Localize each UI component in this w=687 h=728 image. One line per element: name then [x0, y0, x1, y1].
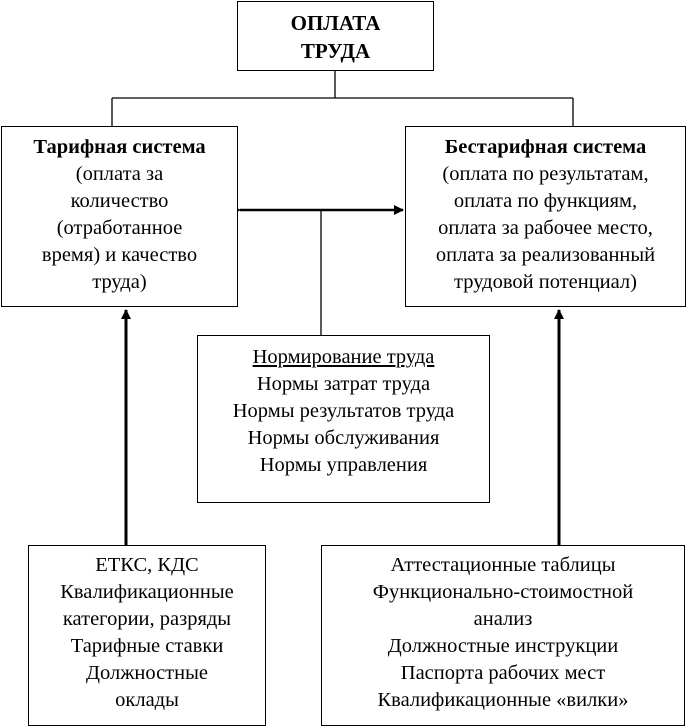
labor-norming-line: Нормы затрат труда	[256, 373, 431, 395]
nontariff-tools-line: Должностные инструкции	[387, 635, 619, 657]
nontariff-system-title: Бестарифная система	[444, 136, 647, 158]
tariff-tools-line: Квалификационные	[60, 581, 234, 603]
nontariff-tools-line: Аттестационные таблицы	[390, 554, 616, 576]
tariff-system-line: (отработанное	[56, 217, 183, 239]
nontariff-system-line: оплата по функциям,	[453, 190, 638, 212]
tariff-tools-line: категории, разряды	[62, 608, 232, 630]
tariff-tools-box: ЕТКС, КДС Квалификационные категории, ра…	[28, 545, 266, 726]
nontariff-tools-line: Функционально-стоимостной	[372, 581, 634, 603]
nontariff-system-line: (оплата по результатам,	[442, 163, 649, 185]
tariff-tools-line: Должностные	[86, 662, 208, 684]
labor-norming-title: Нормирование труда	[252, 346, 435, 368]
nontariff-tools-box: Аттестационные таблицы Функционально-сто…	[321, 545, 685, 726]
labor-norming-box: Нормирование труда Нормы затрат труда Но…	[197, 335, 490, 503]
labor-norming-line: Нормы результатов труда	[232, 400, 455, 422]
nontariff-system-line: оплата за реализованный	[435, 244, 656, 266]
tariff-tools-line: Тарифные ставки	[70, 635, 224, 657]
tariff-system-line: (оплата за	[75, 163, 164, 185]
nontariff-tools-line: Квалификационные «вилки»	[377, 689, 629, 711]
tariff-system-line: количество	[70, 190, 169, 212]
nontariff-system-line: оплата за рабочее место,	[438, 217, 653, 239]
tariff-system-box: Тарифная система (оплата за количество (…	[1, 126, 238, 307]
labor-norming-line: Нормы обслуживания	[247, 427, 440, 449]
root-line: ТРУДА	[300, 39, 371, 63]
root-box-labor-payment: ОПЛАТА ТРУДА	[237, 1, 434, 71]
labor-norming-line: Нормы управления	[259, 454, 428, 476]
tariff-tools-line: оклады	[115, 689, 179, 711]
tariff-system-title: Тарифная система	[33, 136, 206, 158]
nontariff-system-box: Бестарифная система (оплата по результат…	[405, 126, 686, 307]
root-line: ОПЛАТА	[290, 11, 381, 35]
nontariff-system-line: трудовой потенциал)	[454, 271, 637, 293]
tariff-system-line: время) и качество	[41, 244, 198, 266]
tariff-tools-line: ЕТКС, КДС	[95, 554, 199, 576]
tariff-system-line: труда)	[92, 271, 147, 293]
nontariff-tools-line: Паспорта рабочих мест	[400, 662, 606, 684]
nontariff-tools-line: анализ	[473, 608, 533, 630]
